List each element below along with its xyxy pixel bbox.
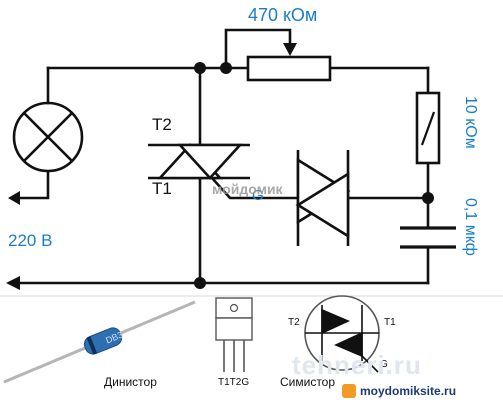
dinistor-caption: Динистор: [104, 375, 157, 389]
triac-icon: [148, 143, 250, 180]
capacitor-label: 0,1 мкф: [462, 198, 479, 256]
watermark-logo: [342, 384, 356, 398]
simistor-caption: Симистор: [280, 375, 336, 389]
lamp-wire-bottom: [18, 170, 50, 200]
watermark-mid: мойдомик: [212, 181, 283, 197]
junction-dot: [194, 62, 206, 74]
package-pins-label: T1T2G: [218, 377, 250, 388]
triac-t1-label: T1: [152, 179, 172, 198]
dinistor-photo: DB3: [3, 300, 196, 384]
symbol-t1-label: T1: [384, 317, 396, 328]
simistor-symbol: [304, 295, 380, 373]
symbol-g-label: G: [380, 359, 388, 370]
wiper-wire: [224, 28, 292, 70]
dinistor-icon: [295, 150, 351, 246]
junction-dot: [220, 62, 232, 74]
arrow-left-bottom-icon: [6, 276, 20, 290]
wiper-arrow-icon: [283, 43, 297, 56]
arrow-left-top-icon: [8, 191, 20, 205]
gate-wire: [210, 176, 300, 200]
gate-label: G: [252, 187, 264, 204]
voltage-label: 220 В: [8, 231, 53, 250]
junction-dot: [194, 277, 206, 289]
package-photo: [215, 297, 253, 372]
resistor-470k-label: 470 кОм: [248, 5, 318, 25]
triac-t2-label: T2: [152, 115, 172, 134]
symbol-t2-label: T2: [288, 317, 300, 328]
watermark-brand1: tehneri.ru: [292, 350, 422, 380]
capacitor-icon: [400, 226, 456, 249]
junction-dot: [422, 192, 434, 204]
watermark-brand2: moydomiksite.ru: [360, 384, 457, 398]
resistor-10k-label: 10 кОм: [462, 96, 479, 149]
lamp-icon: [12, 101, 84, 173]
potentiometer-icon: [246, 55, 332, 82]
resistor-icon: [415, 91, 441, 165]
